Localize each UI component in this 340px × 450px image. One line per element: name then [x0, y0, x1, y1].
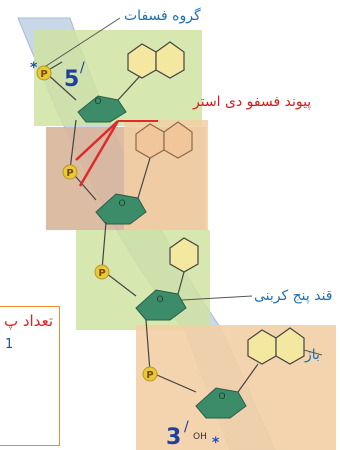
- phosphate-circle-2: [62, 164, 78, 180]
- phosphate-letter-4: P: [146, 370, 153, 381]
- phosphate-letter-3: P: [98, 268, 105, 279]
- nucleotide-3: [94, 221, 199, 321]
- bond-line-2: [78, 120, 120, 187]
- sugar-oxygen-2: O: [118, 199, 125, 209]
- label-phosphodiester-bond: پیوند فسفو دی استر: [193, 94, 312, 110]
- sugar-ring-4: [195, 387, 247, 419]
- phosphate-circle-1: [36, 65, 52, 81]
- sugar-oxygen-4: O: [218, 392, 225, 402]
- sugar-ring-1: [77, 95, 127, 123]
- phosphate-letter-2: P: [66, 168, 73, 179]
- sugar-oxygen-3: O: [156, 295, 163, 305]
- label-base: باز: [305, 347, 320, 363]
- nucleotide-4: [142, 319, 305, 419]
- asterisk-bottom: *: [212, 435, 220, 450]
- callout-box: تعداد پ 1: [0, 306, 60, 446]
- five-prime-number: 5: [64, 67, 79, 92]
- callout-line: 1: [5, 337, 14, 352]
- leader-sugar: [181, 295, 253, 301]
- base-ring-3: [169, 237, 199, 273]
- base-ring-1b: [155, 41, 185, 79]
- leader-base: [303, 349, 323, 356]
- base-ring-4b: [275, 327, 305, 365]
- leader-phosphate: [45, 17, 121, 67]
- asterisk-top: *: [30, 60, 38, 76]
- nucleotide-2: [62, 119, 193, 225]
- label-phosphate-group: گروه فسفات: [124, 8, 201, 24]
- hydroxyl-label: OH: [193, 432, 207, 442]
- phosphate-letter-1: P: [40, 69, 47, 80]
- three-prime-number: 3: [166, 425, 181, 450]
- phosphate-circle-4: [142, 366, 158, 382]
- sugar-oxygen-1: O: [94, 97, 101, 107]
- phosphate-circle-3: [94, 264, 110, 280]
- nucleotide-1: [36, 41, 185, 123]
- five-prime-mark: /: [80, 60, 85, 76]
- bond-line-1: [75, 120, 119, 161]
- three-prime-mark: /: [184, 419, 189, 435]
- base-ring-2b: [163, 121, 193, 159]
- callout-title: تعداد پ: [3, 312, 53, 330]
- label-five-carbon-sugar: قند پنج کربنی: [254, 288, 333, 304]
